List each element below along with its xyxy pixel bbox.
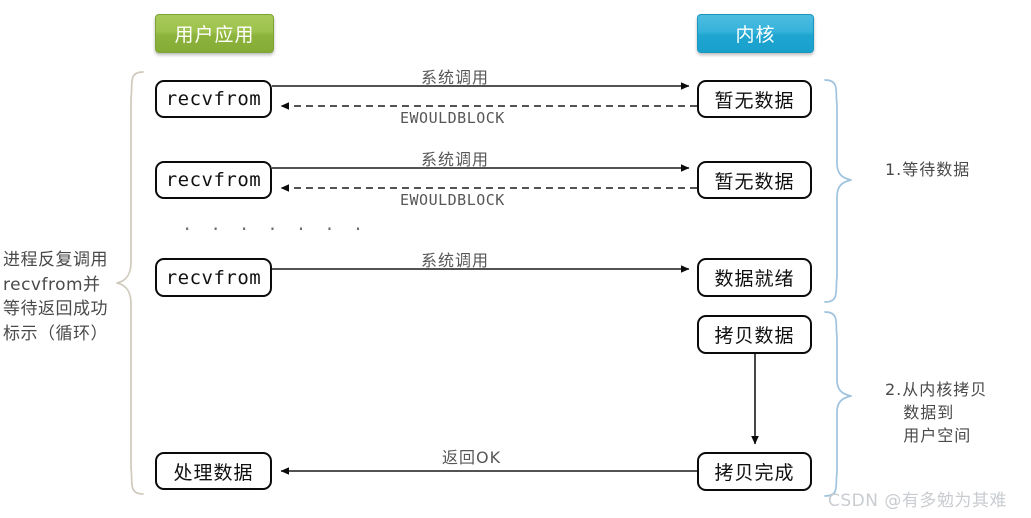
edge-label-syscall-2: 系统调用	[421, 150, 490, 169]
edge-label-syscall-3: 系统调用	[421, 251, 490, 270]
user-application-label: 用户应用	[155, 14, 274, 53]
annotation-polling-loop: 进程反复调用 recvfrom并 等待返回成功 标示（循环）	[3, 250, 108, 344]
node-copy-done[interactable]: 拷贝完成	[697, 452, 812, 491]
node-recvfrom-1[interactable]: recvfrom	[155, 80, 272, 118]
annotation-stage-2-copy-data: 2.从内核拷贝 数据到 用户空间	[885, 380, 988, 446]
repeat-ellipsis: . . . . . . .	[182, 215, 368, 235]
right-brace-stage2	[824, 311, 852, 497]
edge-label-ewouldblock-2: EWOULDBLOCK	[400, 191, 505, 209]
node-copying-data[interactable]: 拷贝数据	[697, 315, 812, 354]
kernel-label: 内核	[697, 14, 814, 53]
node-recvfrom-3[interactable]: recvfrom	[155, 258, 272, 297]
edge-label-return-ok: 返回OK	[442, 448, 502, 467]
node-data-ready[interactable]: 数据就绪	[697, 258, 812, 297]
annotation-stage-1-wait-data: 1.等待数据	[885, 160, 971, 179]
node-no-data-1[interactable]: 暂无数据	[697, 80, 812, 118]
edge-label-syscall-1: 系统调用	[421, 68, 490, 87]
node-no-data-2[interactable]: 暂无数据	[697, 161, 812, 199]
left-brace	[116, 71, 144, 495]
node-process-data[interactable]: 处理数据	[155, 452, 272, 490]
edge-label-ewouldblock-1: EWOULDBLOCK	[400, 109, 505, 127]
watermark: CSDN @有多勉为其难	[828, 491, 1007, 511]
node-recvfrom-2[interactable]: recvfrom	[155, 161, 272, 199]
right-brace-stage1	[824, 79, 852, 303]
